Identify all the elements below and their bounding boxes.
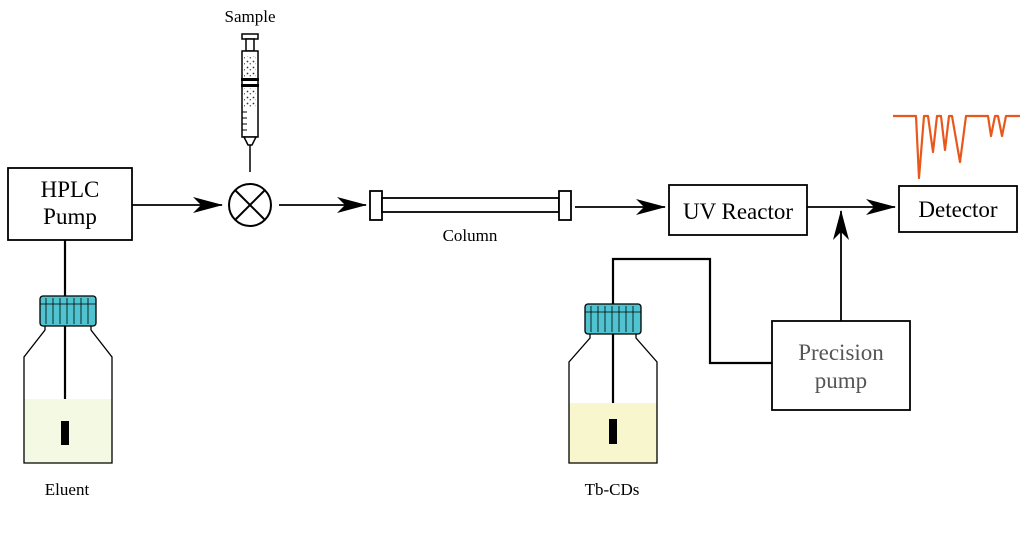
detector-box <box>898 185 1018 233</box>
tbcds-label: Tb-CDs <box>585 480 640 499</box>
injection-valve-icon <box>228 183 272 227</box>
tbcds-bottle-icon <box>568 303 658 464</box>
precision-pump-label-line1: Precision <box>798 340 884 365</box>
precision-pump-label-line2: pump <box>815 368 867 393</box>
uv-reactor-box <box>668 184 808 236</box>
hplc-pump-box <box>7 167 133 241</box>
sample-label: Sample <box>225 7 276 26</box>
column-icon <box>369 190 572 221</box>
eluent-bottle-icon <box>23 295 113 464</box>
chromatogram-icon <box>893 114 1020 180</box>
precision-pump-box <box>771 320 911 411</box>
hplc-pump-label-line2: Pump <box>43 204 97 229</box>
syringe-icon <box>241 33 259 172</box>
column-label: Column <box>443 226 498 245</box>
uv-reactor-label: UV Reactor <box>683 199 793 224</box>
hplc-pump-label-line1: HPLC <box>41 177 100 202</box>
detector-label: Detector <box>918 197 998 222</box>
eluent-label: Eluent <box>45 480 90 499</box>
